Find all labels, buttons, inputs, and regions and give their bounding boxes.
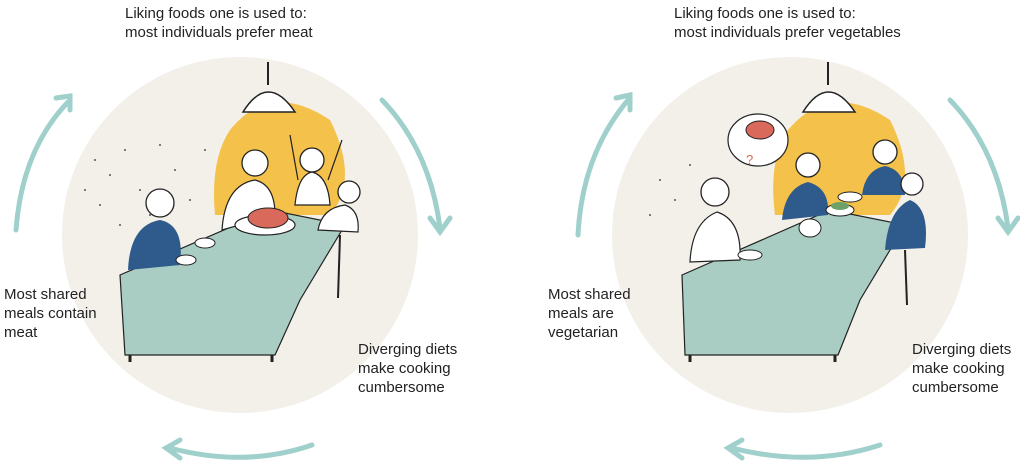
raised-arm: [289, 134, 299, 181]
vegetables: [831, 202, 849, 210]
arrow-up-left-head: [613, 91, 633, 113]
right-caption-line: cumbersome: [358, 379, 445, 396]
person-head: [900, 172, 924, 196]
right-caption-line: Diverging diets: [912, 341, 1012, 358]
person-blue-shirt: [862, 166, 905, 195]
person-white-shirt: [317, 204, 359, 233]
arrow-up-left: [575, 97, 631, 238]
top-caption: Liking foods one is used to: most indivi…: [674, 4, 901, 42]
arrow-up-left-head: [53, 93, 73, 113]
person-head: [145, 188, 175, 218]
left-caption: Most shared meals are vegetarian: [548, 285, 631, 342]
right-caption-line: make cooking: [358, 360, 451, 377]
person-head: [241, 149, 269, 177]
right-caption-line: Diverging diets: [358, 341, 458, 358]
right-caption: Diverging diets make cooking cumbersome: [912, 340, 1011, 397]
left-caption: Most shared meals contain meat: [4, 285, 97, 342]
question-mark-icon: ?: [746, 152, 753, 167]
person-head: [337, 180, 361, 204]
left-caption-line: Most shared: [548, 286, 631, 303]
side-dish: [175, 254, 197, 266]
top-caption-line: Liking foods one is used to:: [125, 5, 307, 22]
raised-arm: [327, 139, 343, 181]
meat-cycle-panel: Liking foods one is used to: most indivi…: [4, 4, 457, 461]
left-caption-line: meals are: [548, 305, 614, 322]
person-white-shirt: [294, 171, 331, 206]
side-dish: [194, 237, 216, 249]
cycle-arrows: [575, 91, 1020, 461]
arrow-bottom-head: [161, 437, 183, 461]
vegetable-cycle-illustration: ?: [575, 57, 1020, 461]
right-caption: Diverging diets make cooking cumbersome: [358, 340, 457, 397]
meat-cycle-illustration: [13, 57, 453, 461]
meat-roast: [247, 207, 289, 229]
person-blue-shirt: [885, 200, 926, 250]
right-caption-line: make cooking: [912, 360, 1005, 377]
cycle-arrows: [13, 93, 453, 461]
right-caption-line: cumbersome: [912, 379, 999, 396]
lamp-shade: [801, 91, 857, 113]
arrow-up-left: [13, 99, 71, 233]
left-caption-line: meat: [4, 324, 38, 341]
arrow-bottom-head: [723, 437, 745, 461]
person-head: [299, 147, 325, 173]
arrow-bottom: [729, 442, 883, 460]
chair-leg: [904, 249, 908, 306]
top-caption-line: Liking foods one is used to:: [674, 5, 856, 22]
left-caption-line: vegetarian: [548, 324, 619, 341]
top-caption: Liking foods one is used to: most indivi…: [125, 4, 313, 42]
arrow-down-right-head: [995, 215, 1020, 237]
side-dish: [737, 249, 763, 261]
rice-bowl: [798, 218, 822, 238]
left-caption-line: Most shared: [4, 286, 87, 303]
person-head: [700, 177, 730, 207]
side-dish: [837, 191, 863, 203]
person-head: [795, 152, 821, 178]
vegetable-cycle-panel: ? Liking foods one is used to: most indi…: [510, 0, 1020, 467]
top-caption-line: most individuals prefer meat: [125, 24, 313, 41]
person-blue-shirt: [782, 182, 829, 220]
top-caption-line: most individuals prefer vegetables: [674, 24, 901, 41]
chair-leg: [337, 234, 341, 299]
person-blue-shirt: [128, 220, 181, 270]
dot-texture: [84, 144, 206, 226]
left-caption-line: meals contain: [4, 305, 97, 322]
arrow-down-right-head: [427, 215, 453, 237]
arrow-down-right: [379, 97, 443, 231]
person-white-shirt: [689, 211, 741, 263]
person-head: [872, 139, 898, 165]
arrow-down-right: [947, 97, 1011, 231]
steak-icon: [745, 120, 775, 140]
lamp-shade: [241, 91, 297, 113]
arrow-bottom: [167, 442, 315, 460]
